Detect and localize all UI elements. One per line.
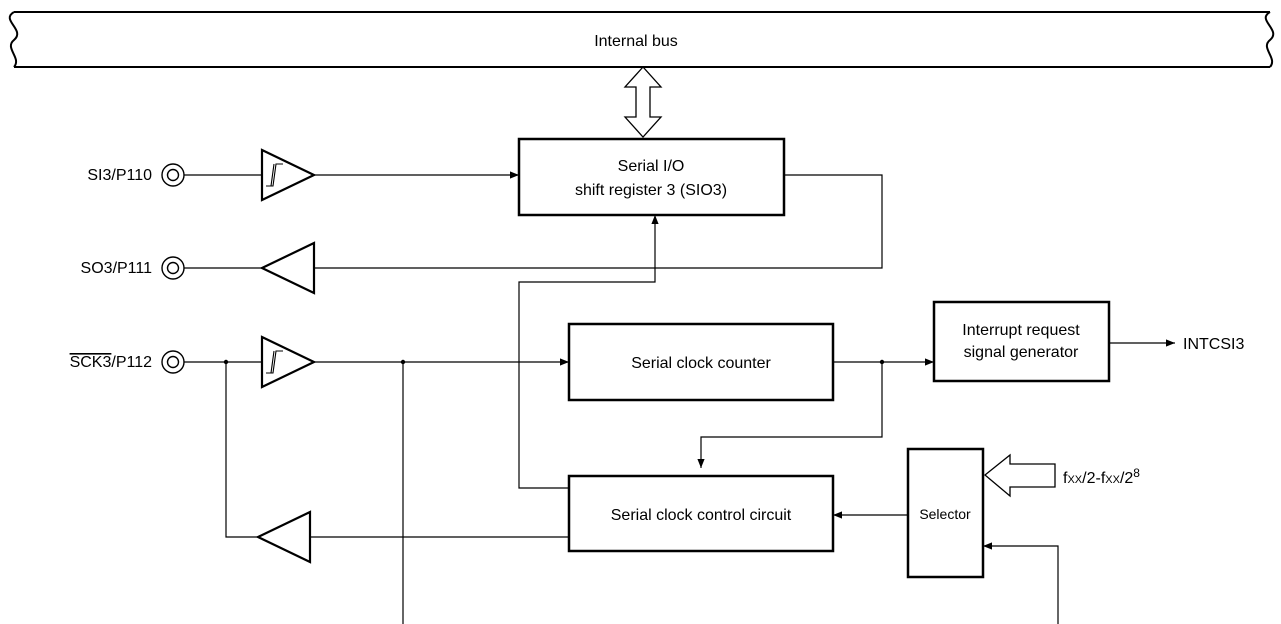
sck3-output-buffer-icon bbox=[255, 510, 312, 564]
si3-schmitt-buffer-icon bbox=[260, 148, 317, 202]
interrupt-generator-block: Interrupt request signal generator bbox=[932, 300, 1111, 383]
serial-clock-counter-block: Serial clock counter bbox=[567, 322, 835, 402]
clock-source-label: fXX/2-fXX/28 bbox=[1063, 466, 1140, 487]
selector-block: Selector bbox=[906, 447, 985, 579]
shift-register-block: Serial I/O shift register 3 (SIO3) bbox=[517, 137, 786, 217]
serial-clock-control-label: Serial clock control circuit bbox=[611, 507, 792, 524]
shift-register-line1: Serial I/O bbox=[618, 158, 685, 175]
bus-bidirectional-arrow bbox=[623, 66, 663, 138]
clock-source-hollow-arrow bbox=[983, 453, 1056, 498]
sck3-suffix-label: /P112 bbox=[111, 354, 152, 371]
sck3-schmitt-buffer-icon bbox=[260, 335, 317, 389]
sck3-row: SCK3/P112 bbox=[70, 335, 569, 624]
interrupt-generator-line2: signal generator bbox=[964, 344, 1079, 361]
serial-clock-counter-label: Serial clock counter bbox=[631, 355, 771, 372]
si3-row: SI3/P110 bbox=[87, 148, 519, 202]
intcsi3-signal-label: INTCSI3 bbox=[1183, 336, 1244, 353]
so3-output-buffer-icon bbox=[259, 241, 316, 295]
so3-row: SO3/P111 bbox=[81, 174, 883, 295]
interrupt-generator-line1: Interrupt request bbox=[962, 322, 1080, 339]
so3-pin-label: SO3/P111 bbox=[81, 260, 153, 277]
selector-label: Selector bbox=[919, 506, 971, 522]
serial-clock-control-block: Serial clock control circuit bbox=[567, 474, 835, 553]
internal-bus-label: Internal bus bbox=[594, 33, 678, 50]
internal-bus: Internal bus bbox=[8, 11, 1275, 68]
sck3-pin-label: SCK3/P112 bbox=[70, 354, 153, 371]
shift-register-line2: shift register 3 (SIO3) bbox=[575, 182, 727, 199]
si3-pin-label: SI3/P110 bbox=[87, 167, 152, 184]
sck3-overbar-label: SCK3 bbox=[70, 354, 112, 371]
